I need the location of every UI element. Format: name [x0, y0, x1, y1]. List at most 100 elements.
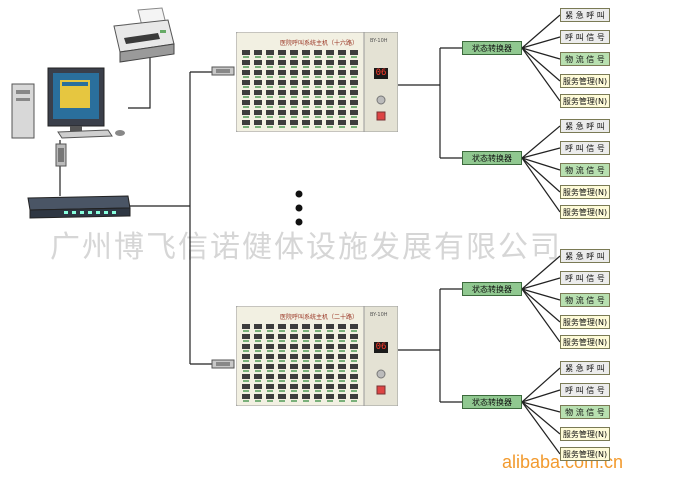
call-led — [327, 86, 333, 88]
call-indicator — [338, 324, 346, 329]
call-indicator — [242, 354, 250, 359]
call-led — [327, 390, 333, 392]
call-led — [303, 66, 309, 68]
call-indicator — [338, 344, 346, 349]
call-indicator — [350, 384, 358, 389]
call-indicator — [302, 100, 310, 105]
call-indicator — [350, 70, 358, 75]
call-indicator — [278, 394, 286, 399]
call-led — [279, 370, 285, 372]
call-indicator — [254, 364, 262, 369]
call-led — [315, 126, 321, 128]
call-led — [315, 116, 321, 118]
call-indicator — [290, 374, 298, 379]
call-indicator — [242, 80, 250, 85]
converter-terminal-line — [521, 47, 561, 60]
call-indicator — [242, 374, 250, 379]
call-led — [255, 370, 261, 372]
call-led — [243, 76, 249, 78]
call-led — [327, 96, 333, 98]
call-terminal: 服务管理(N) — [560, 185, 610, 199]
call-led — [255, 86, 261, 88]
computer-icon — [11, 67, 125, 139]
call-indicator — [302, 394, 310, 399]
call-led — [303, 126, 309, 128]
call-led — [279, 126, 285, 128]
call-led — [315, 360, 321, 362]
call-indicator — [326, 100, 334, 105]
call-indicator — [302, 384, 310, 389]
call-led — [291, 360, 297, 362]
call-indicator — [254, 80, 262, 85]
call-indicator — [338, 374, 346, 379]
call-indicator — [326, 50, 334, 55]
call-led — [303, 330, 309, 332]
call-indicator — [290, 364, 298, 369]
call-terminal: 服务管理(N) — [560, 335, 610, 349]
converter-terminal-line — [521, 147, 561, 159]
call-indicator — [242, 70, 250, 75]
call-led — [303, 360, 309, 362]
call-indicator — [338, 90, 346, 95]
panel-body — [236, 32, 398, 132]
call-led — [351, 340, 357, 342]
call-led — [303, 116, 309, 118]
call-led — [339, 106, 345, 108]
call-terminal: 服务管理(N) — [560, 315, 610, 329]
call-indicator — [350, 80, 358, 85]
call-indicator — [350, 344, 358, 349]
panel-title: 医院呼叫系统主机（二十路） — [280, 314, 359, 321]
call-indicator — [314, 70, 322, 75]
call-indicator — [350, 354, 358, 359]
call-indicator — [326, 80, 334, 85]
call-indicator — [290, 120, 298, 125]
call-indicator — [266, 100, 274, 105]
call-indicator — [350, 374, 358, 379]
call-indicator — [278, 384, 286, 389]
call-led — [279, 56, 285, 58]
call-indicator — [290, 384, 298, 389]
call-indicator — [338, 364, 346, 369]
call-terminal: 紧 急 呼 叫 — [560, 8, 610, 22]
call-led — [327, 360, 333, 362]
call-indicator — [350, 90, 358, 95]
call-led — [255, 350, 261, 352]
converter-terminal-line — [521, 255, 561, 290]
call-led — [351, 66, 357, 68]
call-indicator — [314, 80, 322, 85]
call-led — [339, 360, 345, 362]
call-indicator — [266, 364, 274, 369]
call-led — [243, 380, 249, 382]
call-led — [315, 390, 321, 392]
call-indicator — [326, 324, 334, 329]
call-led — [267, 86, 273, 88]
call-led — [303, 96, 309, 98]
call-indicator — [350, 394, 358, 399]
call-indicator — [242, 110, 250, 115]
call-led — [255, 76, 261, 78]
call-indicator — [326, 120, 334, 125]
call-terminal: 物 流 信 号 — [560, 405, 610, 419]
call-indicator — [254, 374, 262, 379]
converter-terminal-line — [521, 389, 561, 403]
call-indicator — [266, 374, 274, 379]
converter-terminal-line — [521, 157, 561, 171]
call-indicator — [314, 100, 322, 105]
call-led — [351, 400, 357, 402]
call-led — [279, 390, 285, 392]
call-indicator — [254, 60, 262, 65]
call-indicator — [290, 90, 298, 95]
printer-icon — [113, 7, 175, 63]
call-indicator — [278, 364, 286, 369]
call-led — [255, 360, 261, 362]
call-led — [267, 380, 273, 382]
call-indicator — [266, 90, 274, 95]
call-led — [339, 380, 345, 382]
call-indicator — [302, 374, 310, 379]
call-led — [327, 56, 333, 58]
call-indicator — [350, 364, 358, 369]
call-indicator — [314, 384, 322, 389]
call-led — [339, 86, 345, 88]
call-led — [351, 106, 357, 108]
